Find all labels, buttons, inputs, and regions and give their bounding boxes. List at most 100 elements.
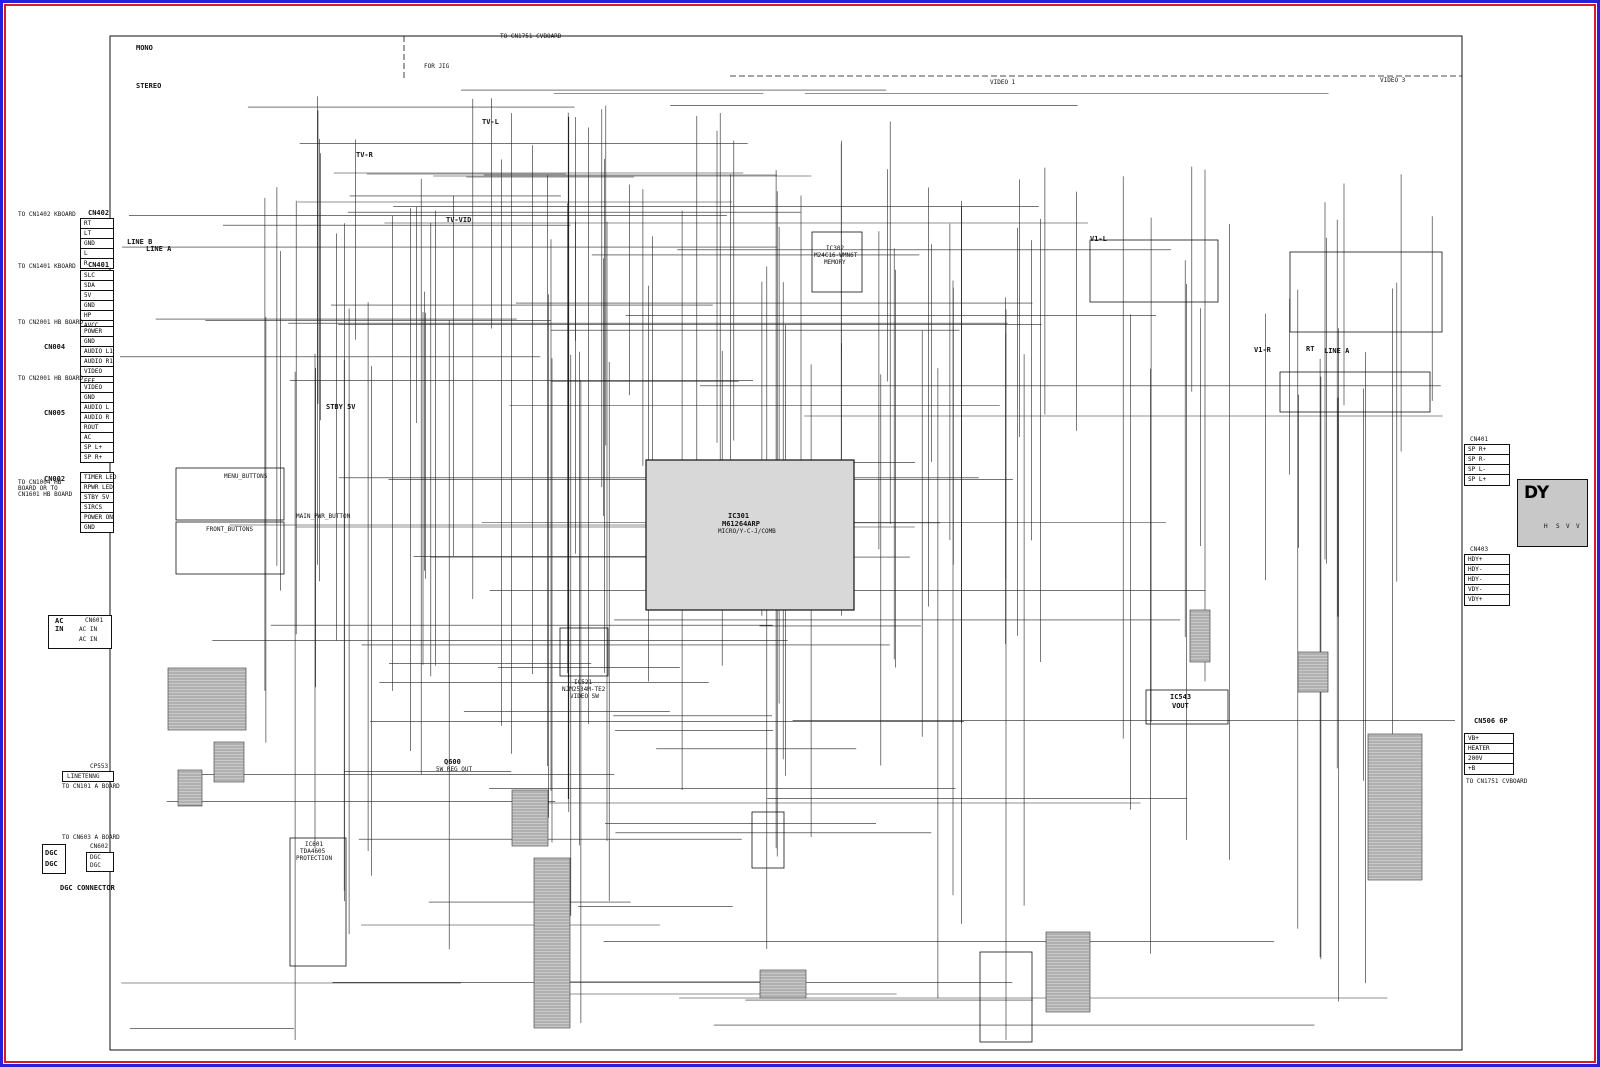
- hatched-component: [1045, 931, 1091, 1013]
- signal-label: LINE A: [1324, 347, 1350, 355]
- signal-label: TV-R: [356, 151, 373, 159]
- to-cn1751-label: TO CN1751 CVBOARD: [500, 33, 562, 40]
- hatched-component: [167, 667, 247, 731]
- connector-pin: EFF: [81, 377, 113, 386]
- cn506-pin: VB+: [1465, 734, 1513, 744]
- deflection-pin: HDY+: [1465, 555, 1509, 565]
- ic521-ref: IC521: [574, 679, 593, 686]
- connector-pin: SIRCS: [81, 503, 113, 513]
- speaker-connector-ref: CN401: [1470, 436, 1489, 443]
- connector-pin: AUDIO R: [81, 413, 113, 423]
- left-connector-to: TO CN2001 HB BOARD: [18, 375, 84, 382]
- connector-pin: GND: [84, 524, 95, 531]
- cn506-pin: 200V: [1465, 754, 1513, 764]
- cp553-ref: CP553: [90, 763, 109, 770]
- speaker-pin: SP L-: [1465, 465, 1509, 475]
- connector-pin: STBY 5V: [81, 493, 113, 503]
- for-jig-label: FOR JIG: [424, 63, 450, 70]
- signal-label: LINE B: [127, 238, 153, 246]
- connector-pin: L: [81, 249, 113, 259]
- left-connector-to: TO CN1004 HB BOARD OR TO CN1601 HB BOARD: [18, 479, 73, 498]
- menu-buttons-label: MENU_BUTTONS: [224, 473, 268, 480]
- ic301-ref: IC301: [728, 512, 750, 520]
- connector-pin: 5V: [81, 291, 113, 301]
- left-connector-to: TO CN1401 KBOARD: [18, 263, 76, 270]
- connector-pin: GND: [81, 301, 113, 311]
- ic301-part: M61264ARP: [722, 520, 760, 528]
- connector-pin: SDA: [81, 281, 113, 291]
- cn602-pin2: DGC: [90, 862, 101, 869]
- video3-label: VIDEO 3: [1380, 77, 1406, 84]
- ac-in-pin1: AC IN: [79, 626, 98, 633]
- connector-pin: R: [84, 260, 88, 267]
- cn601-ref: CN601: [85, 617, 104, 624]
- left-connector-ref: CN402: [88, 209, 110, 217]
- ic601-part: TDA4605: [300, 848, 326, 855]
- signal-label: RT: [1306, 345, 1315, 353]
- deflection-connector-ref: CN403: [1470, 546, 1489, 553]
- connector-pin: GND: [81, 337, 113, 347]
- ic521-part: NJM2534M-TE2: [562, 686, 606, 693]
- ic601-ref: IC601: [305, 841, 324, 848]
- ic601-desc: PROTECTION: [296, 855, 333, 862]
- connector-pin: POWER: [81, 327, 113, 337]
- speaker-connector: SP R+ SP R- SP L- SP L+: [1464, 444, 1510, 486]
- connector-pin: ROUT: [81, 423, 113, 433]
- speaker-pin: SP R-: [1465, 455, 1509, 465]
- dy-pin: V: [1576, 523, 1580, 530]
- connector-pin: AUDIO R1: [81, 357, 113, 367]
- connector-pin: TIMER LED: [81, 473, 117, 483]
- hatched-component: [177, 769, 203, 807]
- mono-label: MONO: [136, 44, 153, 52]
- connector-pin: AUDIO L: [81, 403, 113, 413]
- dy-pin: H: [1544, 523, 1548, 530]
- connector-pin: VIDEO: [81, 367, 113, 377]
- signal-label: TV-VID: [446, 216, 472, 224]
- ac-in-ref: AC: [55, 617, 64, 625]
- speaker-pin: SP R+: [1465, 445, 1509, 455]
- signal-label: V1-R: [1254, 346, 1271, 354]
- ac-in-pin2: AC IN: [79, 636, 98, 643]
- left-connector-ref: CN002: [44, 475, 66, 483]
- connector-pin: RPWR LED: [81, 483, 113, 493]
- left-connector-ref: CN005: [44, 409, 66, 417]
- dgc-pin2: DGC: [45, 860, 58, 868]
- cn506-to: TO CN1751 CVBOARD: [1466, 778, 1528, 785]
- dgc-connector: DGC DGC: [42, 844, 66, 874]
- signal-label: LINE A: [146, 245, 172, 253]
- connector-pin: LT: [81, 229, 113, 239]
- dgc-pin1: DGC: [45, 849, 58, 857]
- ic301-desc: MICRO/Y-C-J/COMB: [718, 528, 776, 535]
- connector-pin: AUDIO L1: [81, 347, 113, 357]
- connector-pin: HP: [81, 311, 113, 321]
- connector-pin: VIDEO: [81, 383, 113, 393]
- signal-label: TV-L: [482, 118, 499, 126]
- deflection-pin: HDY-: [1465, 575, 1509, 585]
- deflection-pin: VDY+: [1468, 596, 1483, 603]
- cp553-pin: LINETENNG: [67, 773, 100, 780]
- cn506-title: CN506 6P: [1474, 717, 1508, 725]
- hatched-component: [533, 857, 571, 1029]
- ic302-part: M24C16-WMN6T: [814, 252, 858, 259]
- cn602-to: TO CN603 A BOARD: [62, 834, 120, 841]
- cn602-block: DGC DGC: [86, 852, 114, 872]
- connector-pin: SP R+: [84, 454, 103, 461]
- front-buttons-label: FRONT_BUTTONS: [206, 526, 253, 533]
- signal-label: STBY 5V: [326, 403, 356, 411]
- ic521-desc: VIDEO SW: [570, 693, 599, 700]
- deflection-yoke-block: DY H S V V: [1517, 479, 1588, 547]
- connector-pin: GND: [81, 239, 113, 249]
- connector-pin: SLC: [81, 271, 113, 281]
- dy-pin: S: [1556, 523, 1560, 530]
- connector-pin: SP L+: [81, 443, 113, 453]
- left-connector-ref: CN004: [44, 343, 66, 351]
- hatched-component: [511, 789, 549, 847]
- cn506-pin: +B: [1468, 765, 1476, 772]
- video1-label: VIDEO 1: [990, 79, 1016, 86]
- ic543-ref: IC543: [1170, 693, 1192, 701]
- connector-pin: RT: [81, 219, 113, 229]
- deflection-pin: HDY-: [1465, 565, 1509, 575]
